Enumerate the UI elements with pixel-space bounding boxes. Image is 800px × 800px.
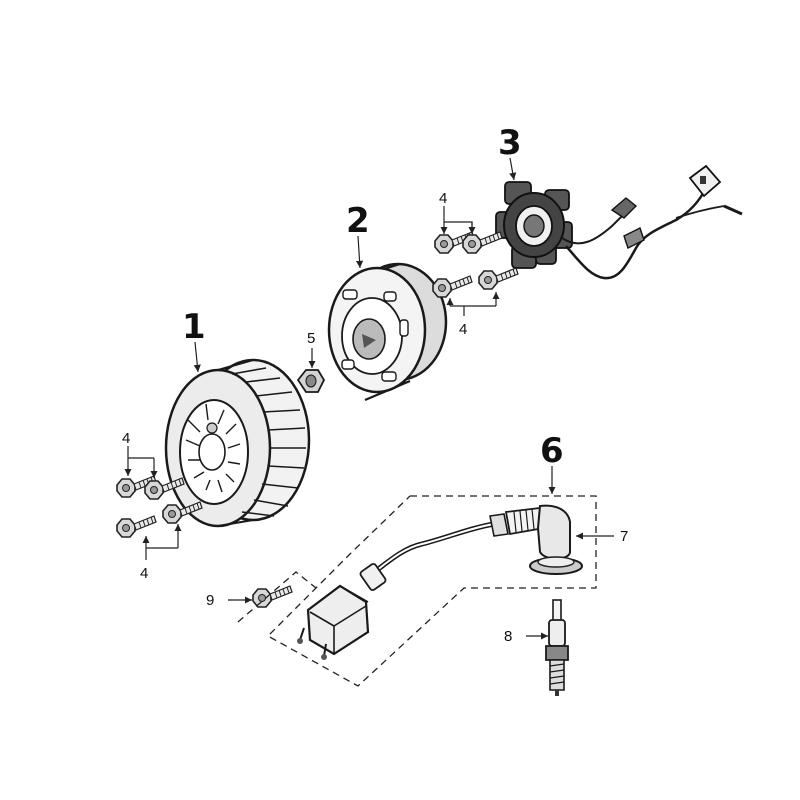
callout-8: 8: [504, 628, 512, 645]
callout-7: 7: [620, 528, 628, 545]
callout-6: 6: [540, 431, 564, 471]
cooling-fan: [164, 358, 311, 528]
ignition-coil: [297, 521, 495, 660]
callout-5: 5: [307, 330, 315, 347]
callout-4-fan-upper: 4: [122, 430, 130, 447]
bolt-stator-4: [478, 267, 519, 290]
callout-1: 1: [182, 307, 206, 347]
callout-3: 3: [498, 123, 522, 163]
spark-plug: [545, 599, 569, 696]
leader-lines: [124, 157, 614, 640]
coil-assembly-boundary: [237, 495, 597, 687]
callout-4-fan-lower: 4: [140, 565, 148, 582]
flywheel-nut: [296, 369, 326, 393]
bolt-stator-3: [432, 275, 473, 298]
spark-plug-cap: [489, 504, 583, 575]
callout-2: 2: [346, 201, 370, 241]
callout-4-stator-upper: 4: [439, 190, 447, 207]
stator-assembly: [495, 164, 743, 280]
flywheel-rotor: [327, 262, 448, 402]
callout-4-stator-lower: 4: [459, 321, 467, 338]
bolt-stator-2: [462, 231, 503, 254]
callout-9: 9: [206, 592, 214, 609]
bolt-fan-3: [116, 515, 157, 538]
